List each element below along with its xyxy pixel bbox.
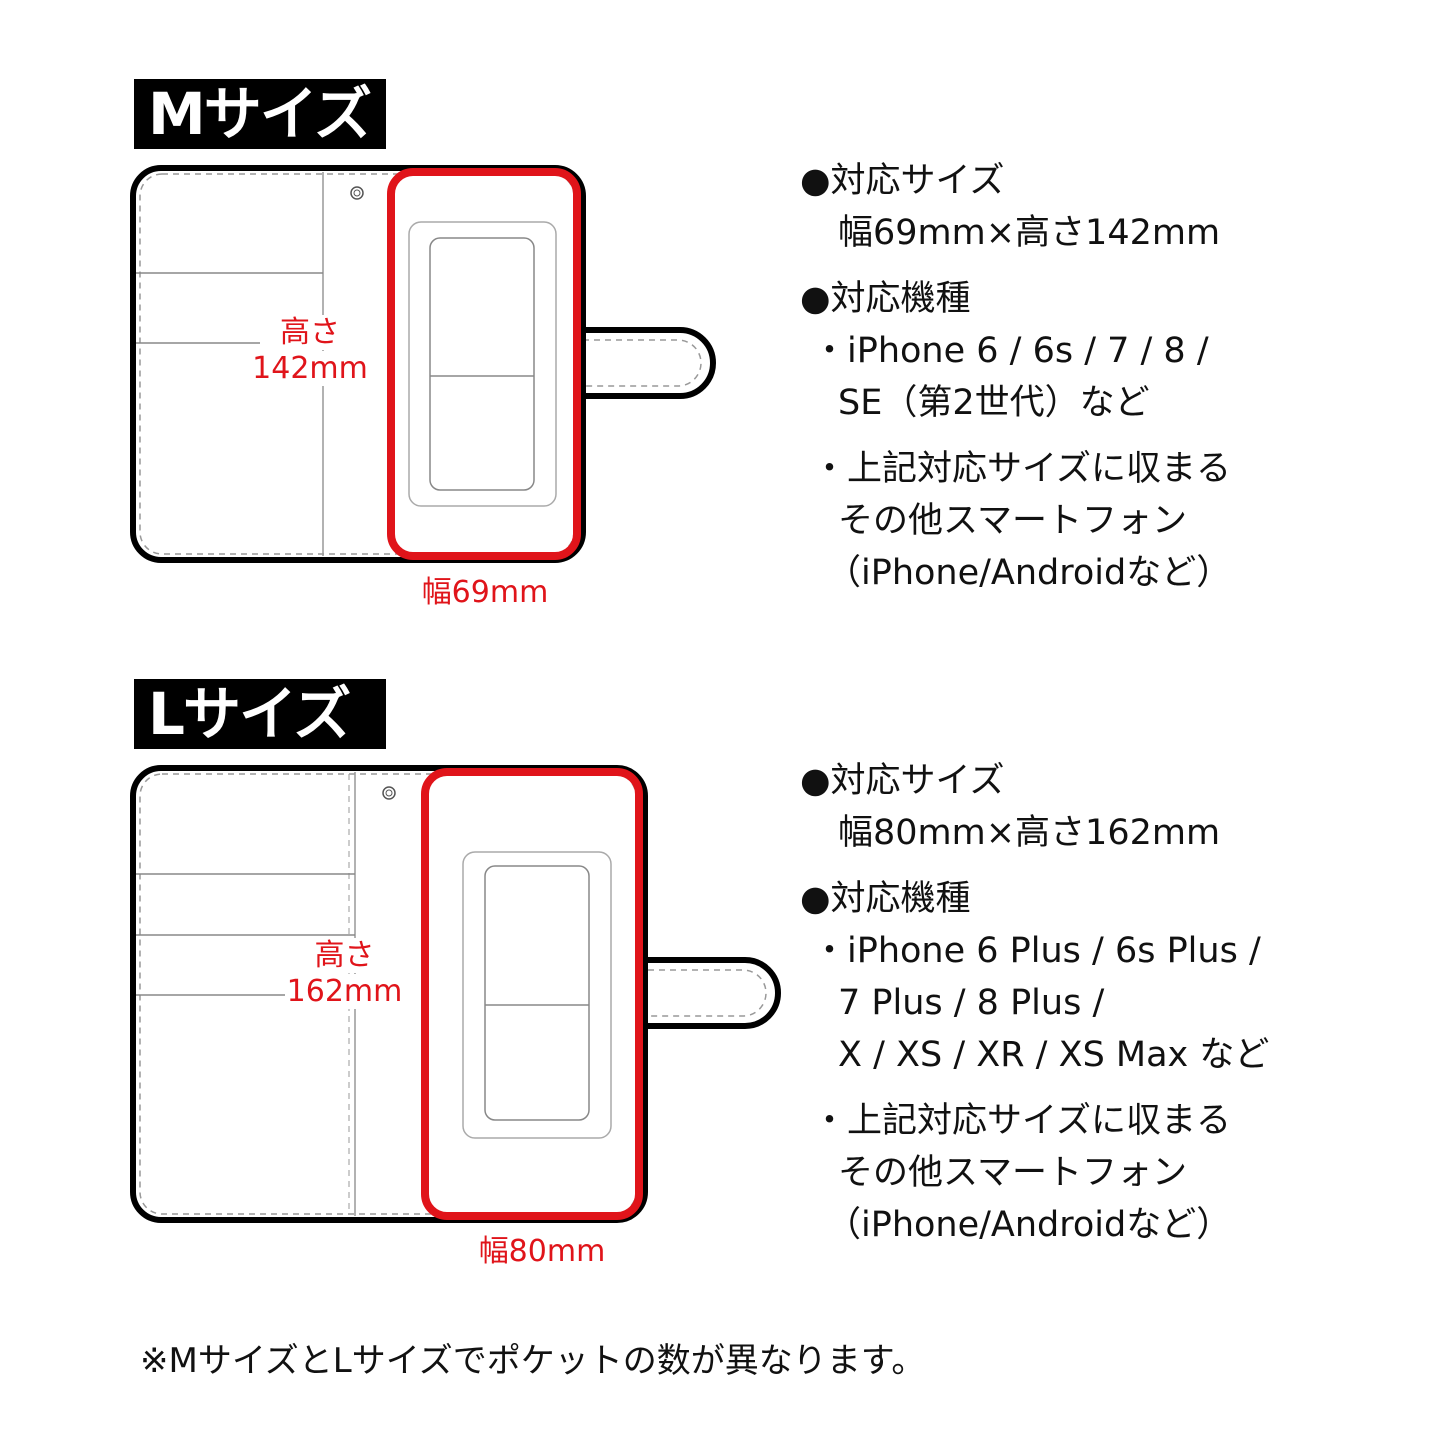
m-case-phone-area-highlight xyxy=(387,168,581,560)
m-other-line-2: その他スマートフォン xyxy=(838,501,1187,541)
l-models-heading: ●対応機種 xyxy=(800,879,971,919)
l-size-badge: Lサイズ xyxy=(134,679,386,749)
m-size-spec: ●対応サイズ 幅69mm×高さ142mm ●対応機種 ・iPhone 6 / 6… xyxy=(800,155,1231,599)
l-models-line-2: 7 Plus / 8 Plus / xyxy=(838,983,1105,1023)
l-other-line-3: （iPhone/Androidなど） xyxy=(826,1205,1232,1245)
m-width-label: 幅69mm xyxy=(421,575,549,610)
l-size-badge-text: Lサイズ xyxy=(148,680,351,748)
m-models-line-1: ・iPhone 6 / 6s / 7 / 8 / xyxy=(812,331,1209,371)
l-height-label: 高さ xyxy=(312,938,377,973)
m-size-case-diagram xyxy=(130,165,716,563)
l-case-phone-area-highlight xyxy=(421,768,643,1220)
pocket-count-footnote: ※MサイズとLサイズでポケットの数が異なります。 xyxy=(140,1341,926,1381)
m-size-badge: Mサイズ xyxy=(134,79,386,149)
m-size-badge-text: Mサイズ xyxy=(148,80,372,148)
m-width-dimension: 幅69mm xyxy=(400,575,570,611)
l-other-line-1: ・上記対応サイズに収まる xyxy=(812,1101,1231,1141)
l-case-strap xyxy=(645,957,781,1029)
l-size-value: 幅80mm×高さ162mm xyxy=(838,813,1221,853)
m-models-line-2: SE（第2世代）など xyxy=(838,383,1150,423)
m-case-button-icon xyxy=(350,186,364,200)
m-case-strap xyxy=(580,327,716,399)
l-size-spec: ●対応サイズ 幅80mm×高さ162mm ●対応機種 ・iPhone 6 Plu… xyxy=(800,755,1269,1251)
m-models-heading: ●対応機種 xyxy=(800,279,971,319)
l-height-dimension: 高さ 162mm xyxy=(272,938,417,1010)
m-size-value: 幅69mm×高さ142mm xyxy=(838,213,1221,253)
l-models-line-1: ・iPhone 6 Plus / 6s Plus / xyxy=(812,931,1261,971)
m-other-line-3: （iPhone/Androidなど） xyxy=(826,553,1232,593)
m-other-line-1: ・上記対応サイズに収まる xyxy=(812,449,1231,489)
l-size-case-diagram xyxy=(130,765,781,1223)
m-height-dimension: 高さ 142mm xyxy=(240,315,380,387)
m-size-heading: ●対応サイズ xyxy=(800,161,1005,201)
l-width-dimension: 幅80mm xyxy=(457,1234,627,1270)
l-width-label: 幅80mm xyxy=(478,1234,606,1269)
l-case-button-icon xyxy=(382,786,396,800)
l-size-heading: ●対応サイズ xyxy=(800,761,1005,801)
l-other-line-2: その他スマートフォン xyxy=(838,1153,1187,1193)
l-models-line-3: X / XS / XR / XS Max など xyxy=(838,1035,1270,1075)
m-height-label: 高さ xyxy=(278,315,342,350)
m-height-value: 142mm xyxy=(250,351,370,386)
l-height-value: 162mm xyxy=(284,974,405,1009)
